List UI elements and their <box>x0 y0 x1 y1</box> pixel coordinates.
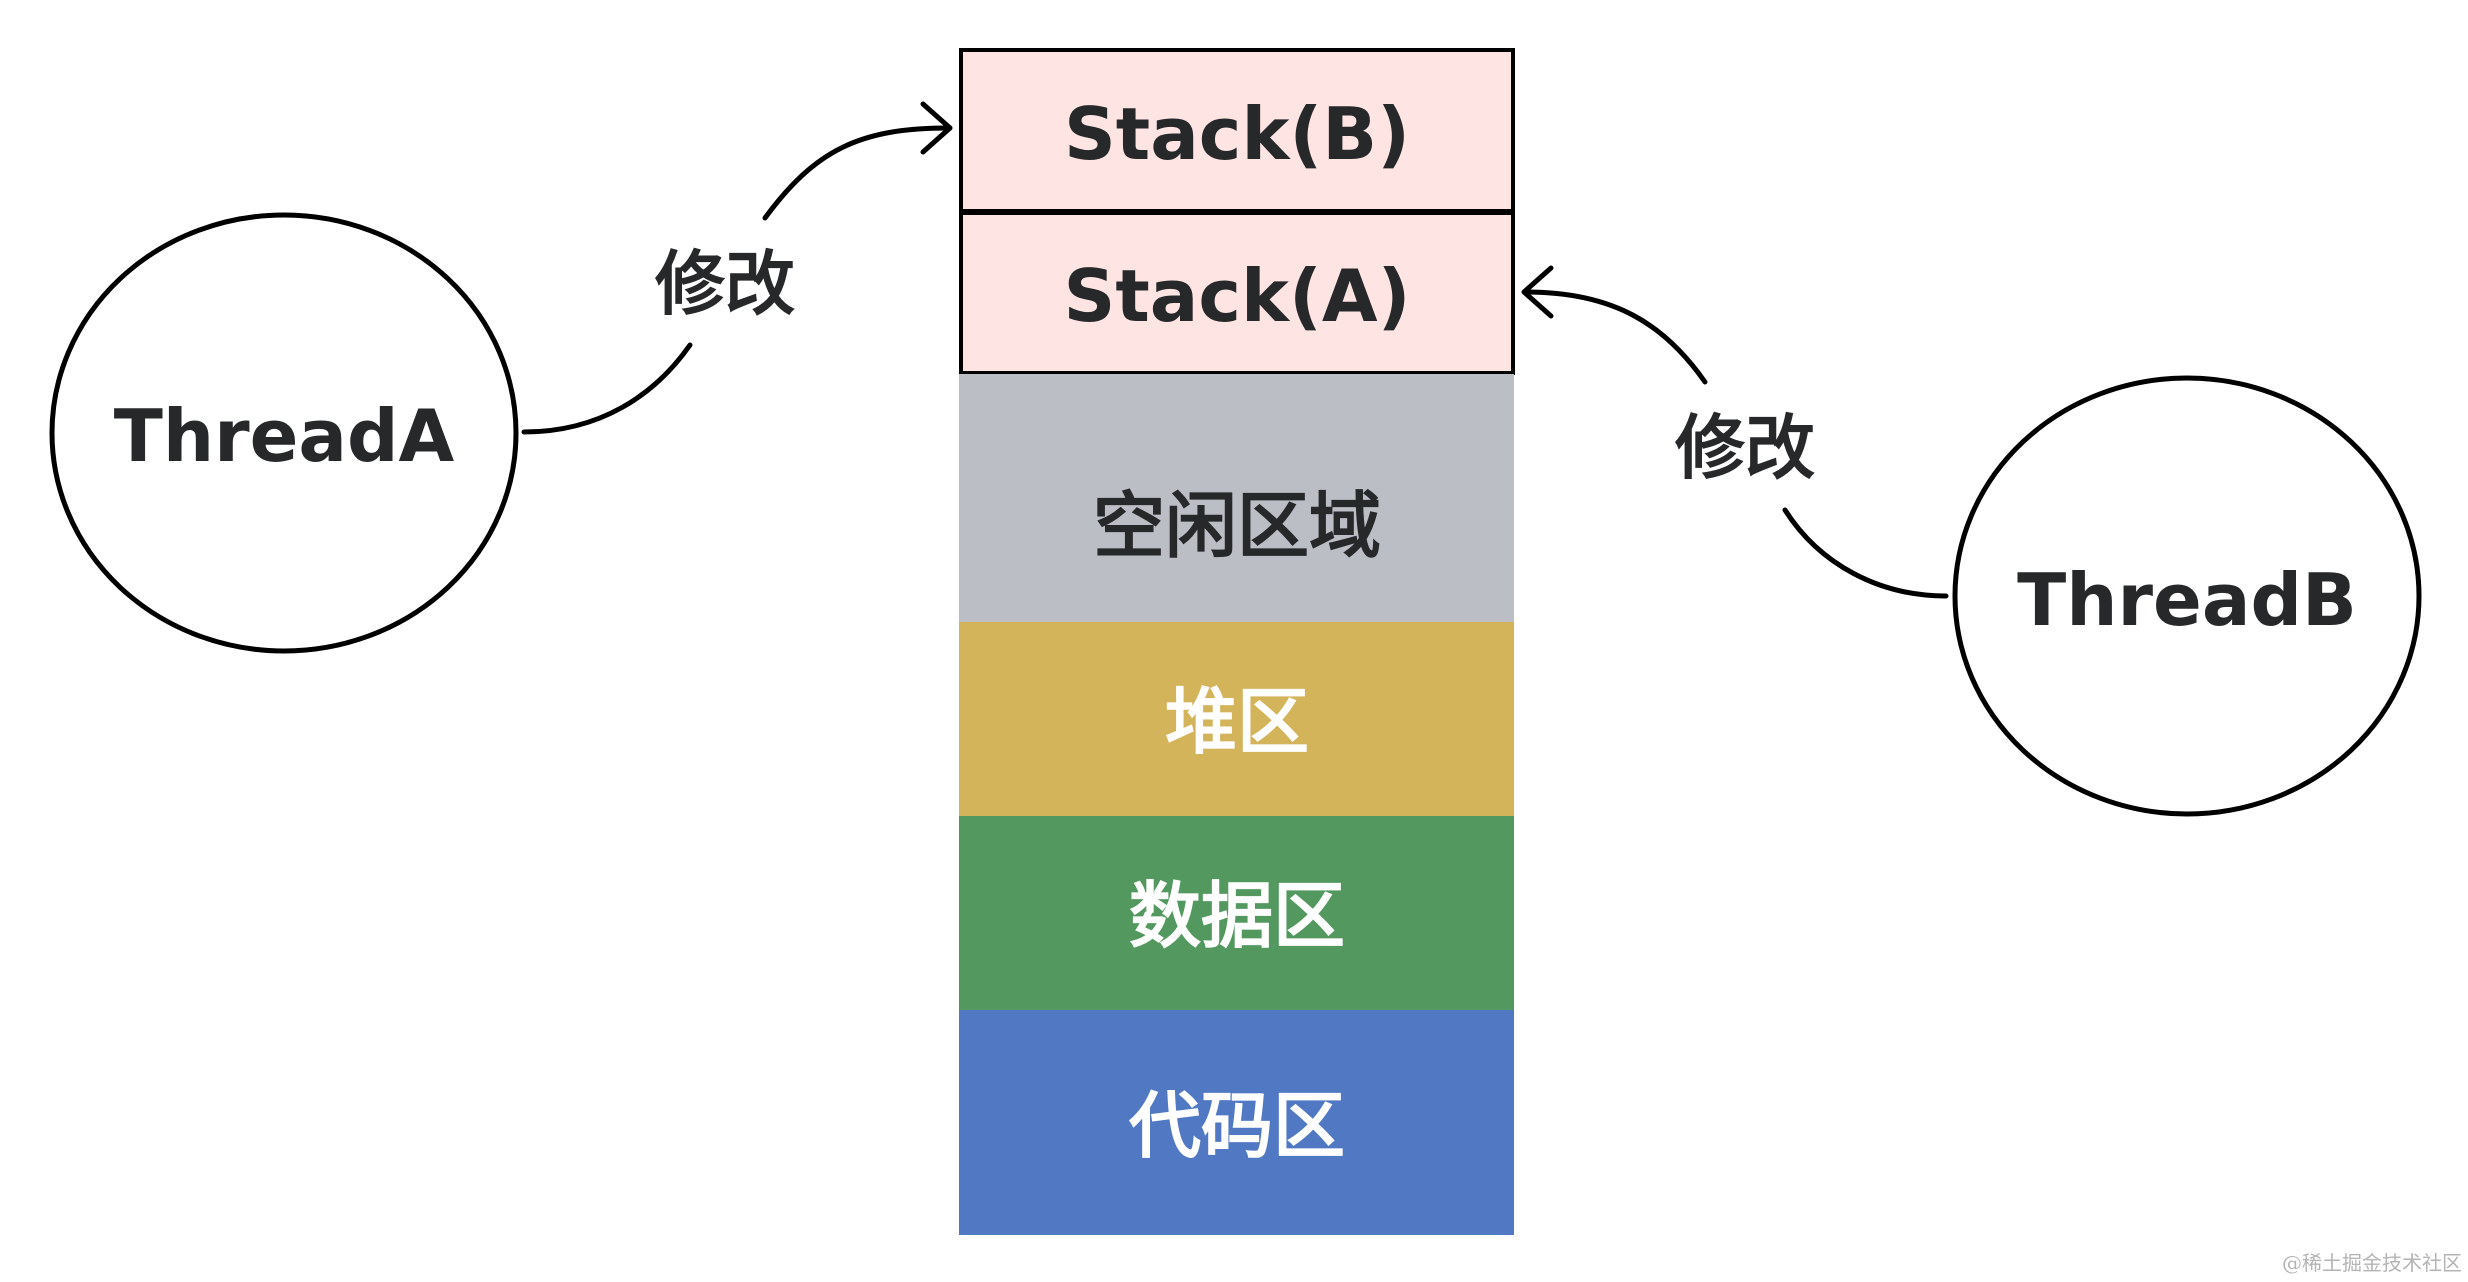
edge-b-path-lower <box>1782 507 1949 599</box>
thread-b-node: ThreadB <box>1952 375 2422 817</box>
arrowhead-icon <box>920 101 953 155</box>
segment-free-area: 空闲区域 <box>959 374 1514 622</box>
segment-data-label: 数据区 <box>1129 874 1345 958</box>
segment-heap-label: 堆区 <box>1165 680 1309 764</box>
segment-stack-a: Stack(A) <box>959 211 1515 375</box>
arrowhead-icon <box>1521 265 1554 319</box>
segment-data: 数据区 <box>959 816 1514 1010</box>
edge-b-path-upper <box>1523 289 1708 385</box>
edge-a-label: 修改 <box>655 243 795 325</box>
memory-layout: Stack(B) Stack(A) 空闲区域 堆区 数据区 代码区 <box>959 48 1515 1235</box>
thread-a-label: ThreadA <box>114 394 455 478</box>
edge-a-path-upper <box>762 125 951 221</box>
watermark-text: @稀土掘金技术社区 <box>2282 1251 2462 1275</box>
segment-stack-b: Stack(B) <box>959 48 1515 213</box>
segment-stack-a-label: Stack(A) <box>1064 254 1411 338</box>
edge-a-path-lower <box>521 342 693 435</box>
segment-code: 代码区 <box>959 1010 1514 1235</box>
edge-thread-b-to-stack-a: 修改 <box>1521 265 1949 599</box>
edge-thread-a-to-stack-b: 修改 <box>521 101 953 435</box>
edge-b-label: 修改 <box>1675 407 1815 489</box>
segment-free-area-label: 空闲区域 <box>1093 484 1381 568</box>
segment-heap: 堆区 <box>959 622 1514 816</box>
segment-stack-b-label: Stack(B) <box>1064 92 1410 176</box>
thread-a-node: ThreadA <box>49 212 519 654</box>
thread-b-label: ThreadB <box>2017 558 2357 642</box>
segment-code-label: 代码区 <box>1128 1084 1345 1168</box>
